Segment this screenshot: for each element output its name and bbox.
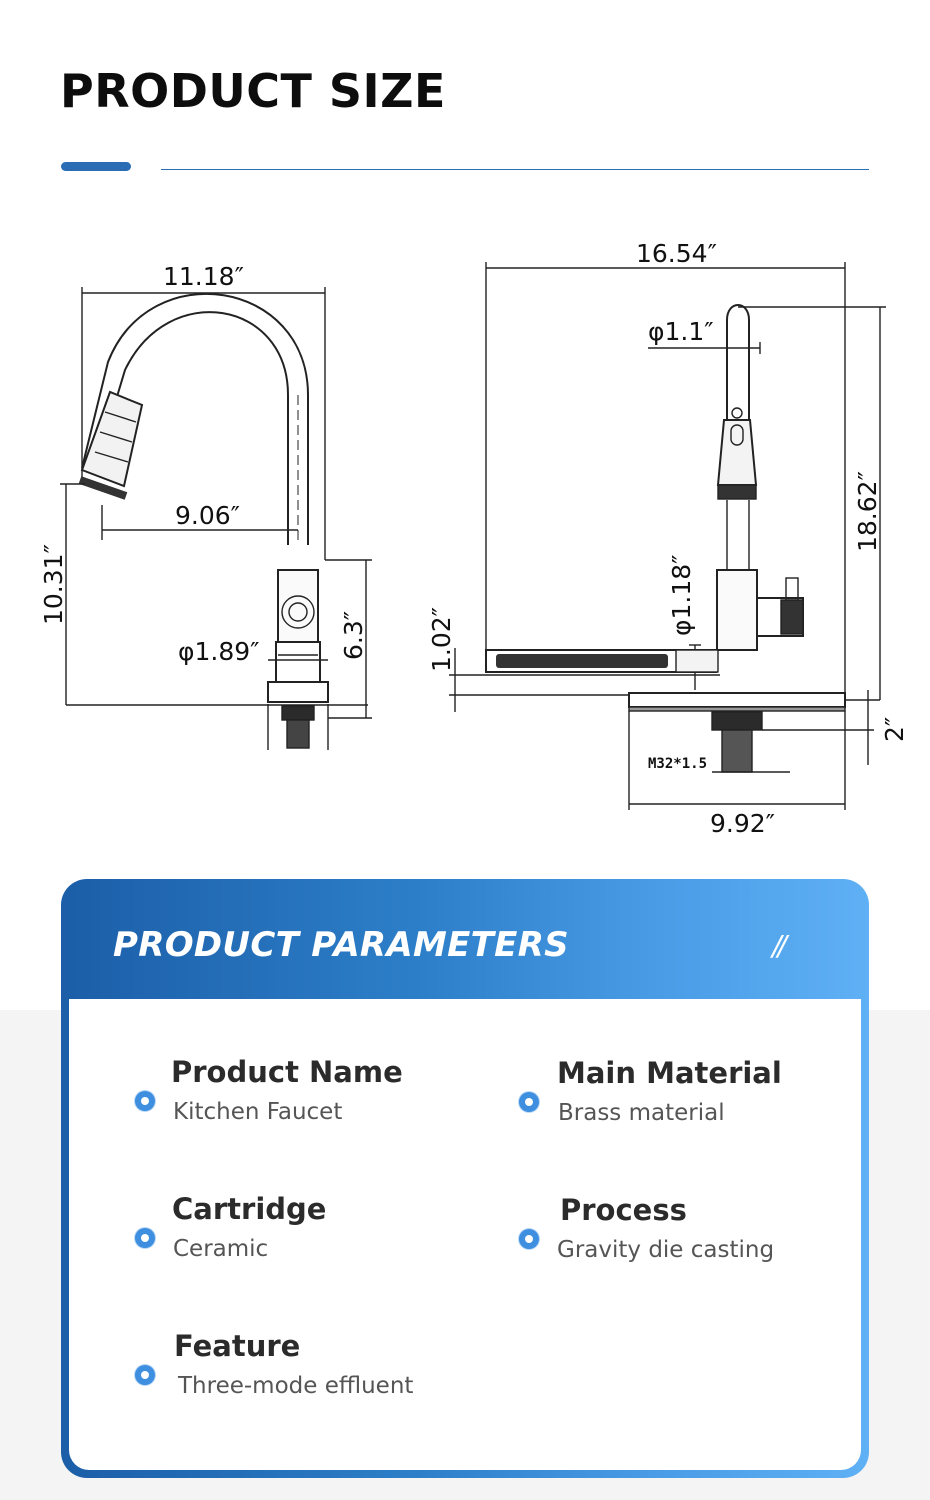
bullet-dot-icon [519, 1229, 539, 1249]
dim-spout-reach: 11.18″ [163, 262, 244, 291]
slash-mark-icon: // [772, 929, 787, 962]
bullet-dot-icon [135, 1091, 155, 1111]
dim-head-diameter: φ1.1″ [648, 317, 714, 346]
parameters-card-header: PRODUCT PARAMETERS // [69, 879, 861, 999]
param-label: Feature [174, 1329, 301, 1363]
dim-thread: M32*1.5 [648, 756, 707, 772]
dim-plate-width: 9.92″ [710, 809, 775, 838]
title-accent-bar [61, 162, 131, 171]
faucet-dimension-drawing: 11.18″ 9.06″ 10.31″ φ1.89″ 6.3″ 16.54″ φ… [39, 239, 909, 838]
param-label: Cartridge [172, 1192, 327, 1226]
param-value: Kitchen Faucet [173, 1099, 343, 1125]
title-divider [161, 169, 869, 170]
dim-deck-height: 2″ [880, 717, 909, 742]
param-value: Three-mode effluent [178, 1373, 414, 1399]
dim-neck-diameter: φ1.18″ [667, 555, 696, 637]
dim-total-depth: 16.54″ [636, 239, 717, 268]
bullet-dot-icon [519, 1092, 539, 1112]
param-label: Product Name [171, 1055, 403, 1089]
dim-spout-height: 10.31″ [39, 544, 68, 625]
parameters-card: PRODUCT PARAMETERS // Product Name Kitch… [61, 879, 869, 1478]
param-value: Gravity die casting [557, 1237, 775, 1263]
param-label: Process [560, 1193, 687, 1227]
param-label: Main Material [557, 1056, 782, 1090]
dim-total-height: 18.62″ [853, 471, 882, 552]
dim-body-height: 6.3″ [339, 611, 368, 660]
dim-inner-reach: 9.06″ [175, 501, 240, 530]
parameters-card-body: Product Name Kitchen Faucet Main Materia… [69, 999, 861, 1470]
bullet-dot-icon [135, 1365, 155, 1385]
param-value: Ceramic [173, 1236, 269, 1262]
page-title: PRODUCT SIZE [60, 64, 446, 118]
param-value: Brass material [558, 1100, 725, 1126]
parameters-title: PRODUCT PARAMETERS [113, 925, 569, 965]
dim-spray-height: 1.02″ [427, 607, 456, 672]
bullet-dot-icon [135, 1228, 155, 1248]
dim-body-diameter: φ1.89″ [178, 637, 260, 666]
